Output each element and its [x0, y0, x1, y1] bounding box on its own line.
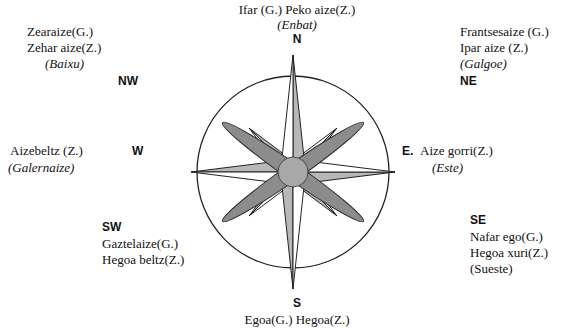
star-point: [293, 172, 304, 289]
wind-name: (Sueste): [470, 261, 513, 276]
wind-name: Frantsesaize (G.): [460, 24, 549, 39]
center-disc: [278, 157, 308, 187]
wind-name: Egoa(G.) Hegoa(Z.): [244, 312, 349, 327]
rose-leaf: [218, 116, 368, 228]
direction-letter: NW: [118, 74, 138, 89]
star-point: [293, 55, 304, 172]
wind-name: Aizebeltz (Z.): [10, 143, 83, 158]
wind-name: Hegoa beltz(Z.): [102, 252, 184, 267]
wind-name: (Galgoe): [460, 56, 507, 71]
rose-leaf: [218, 116, 368, 228]
wind-name: (Este): [432, 160, 463, 175]
direction-letter: W: [132, 144, 143, 159]
wind-name: Aize gorri(Z.): [420, 143, 493, 158]
wind-name: Gaztelaize(G.): [102, 236, 178, 251]
direction-letter: E.: [402, 144, 413, 159]
direction-letter: N: [293, 32, 302, 47]
wind-name: Ifar (G.) Peko aize(Z.): [239, 2, 356, 17]
star-point: [282, 55, 293, 172]
wind-name: (Baixu): [45, 56, 84, 71]
wind-name: Hegoa xuri(Z.): [470, 245, 548, 260]
wind-name: Zearaize(G.): [27, 24, 93, 39]
direction-letter: SE: [470, 213, 486, 228]
wind-name: Ipar aize (Z.): [460, 40, 528, 55]
wind-name: Nafar ego(G.): [470, 229, 543, 244]
direction-letter: SW: [102, 220, 121, 235]
star-point: [282, 172, 293, 289]
direction-letter: NE: [460, 74, 477, 89]
direction-letter: S: [293, 296, 301, 311]
wind-name: (Enbat): [277, 17, 317, 32]
wind-name: Zehar aize(Z.): [27, 40, 101, 55]
wind-name: (Galernaize): [8, 160, 74, 175]
